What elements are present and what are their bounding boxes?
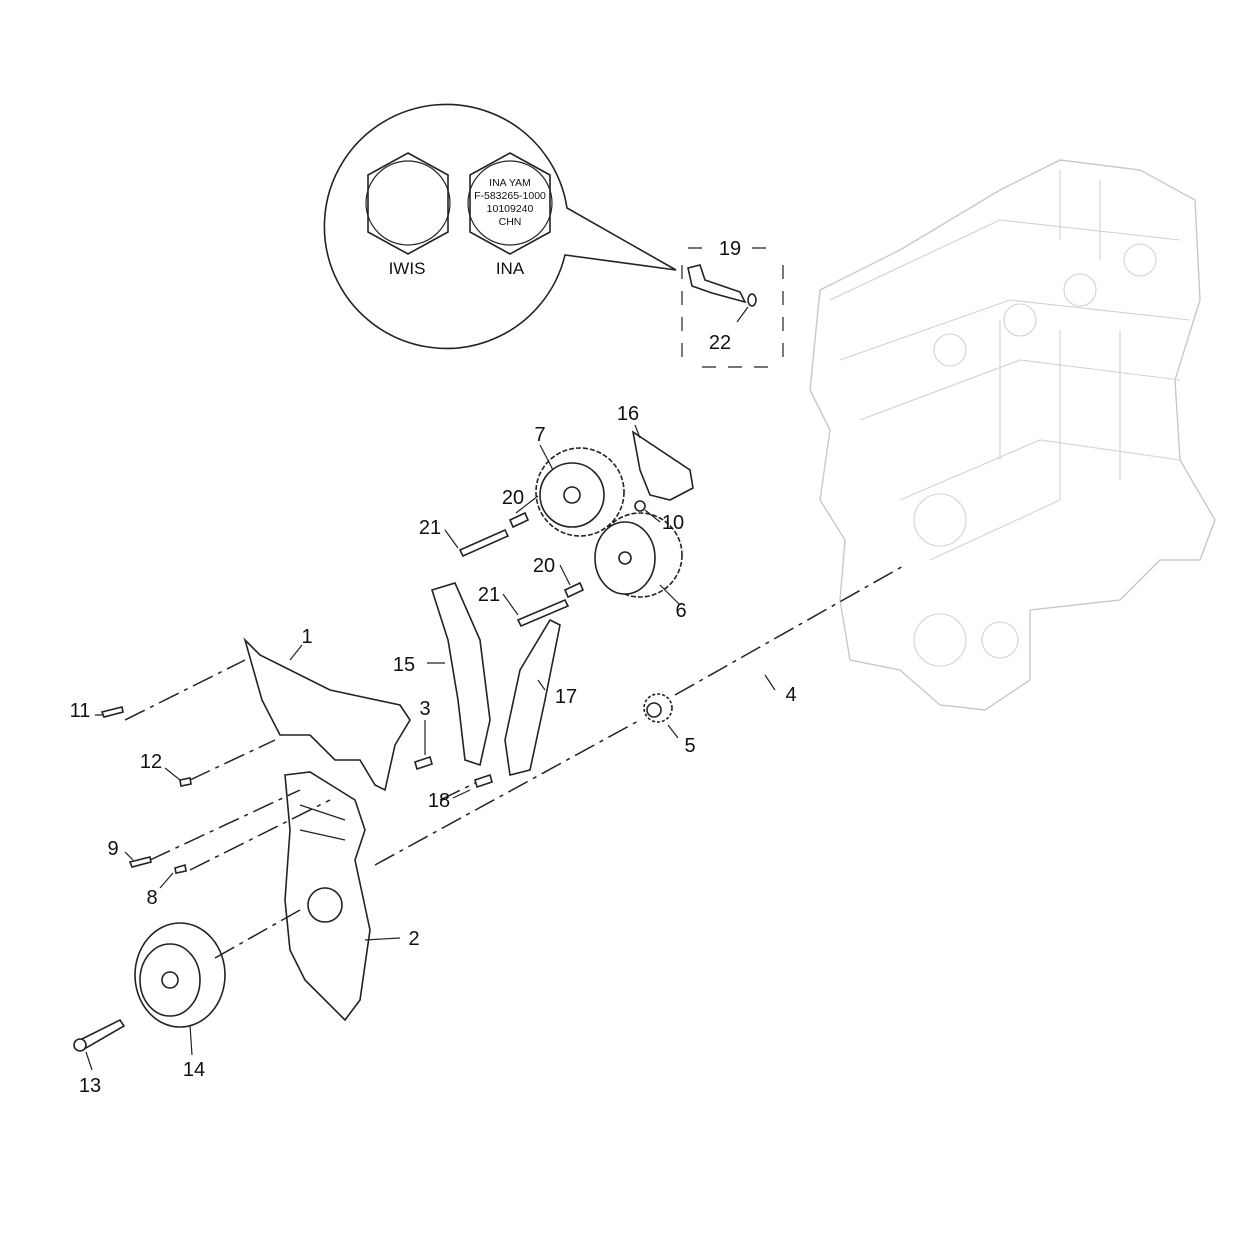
part-label-14: 14 (183, 1059, 205, 1081)
part-labels: 1 2 3 4 5 6 7 8 9 10 11 12 13 14 15 16 1… (70, 238, 797, 1097)
bolt-12 (179, 777, 192, 787)
upper-timing-cover (243, 637, 411, 792)
ina-marking-line-2: F-583265-1000 (474, 190, 546, 202)
tensioner-chain-guide (504, 618, 561, 776)
part-label-21b: 21 (478, 584, 500, 606)
part-label-17: 17 (555, 686, 577, 708)
tensioner-marking-callout: INA YAM F-583265-1000 10109240 CHN IWIS … (323, 103, 677, 350)
part-label-20a: 20 (502, 487, 524, 509)
exhaust-cam-phaser (594, 512, 683, 598)
pin-20a (508, 511, 530, 529)
ina-marking-line-1: INA YAM (489, 177, 531, 189)
iwis-label: IWIS (389, 259, 426, 278)
tensioner-assembly (681, 247, 784, 368)
bolt-9 (128, 856, 152, 868)
crankshaft-damper-pulley (134, 922, 226, 1028)
bolt-10 (634, 500, 646, 512)
part-label-10: 10 (662, 512, 684, 534)
fixed-chain-guide (430, 582, 491, 767)
part-label-20b: 20 (533, 555, 555, 577)
part-label-9: 9 (107, 838, 118, 860)
timing-chain (686, 393, 818, 679)
pin-18 (474, 773, 493, 789)
part-label-8: 8 (146, 887, 157, 909)
crankshaft-sprocket (643, 693, 673, 723)
pin-3 (414, 755, 433, 771)
part-label-22: 22 (709, 332, 731, 354)
bolt-8 (174, 863, 187, 874)
bolts (73, 500, 646, 1052)
pin-20b (563, 581, 585, 599)
bolt-11 (100, 706, 124, 718)
part-label-4: 4 (785, 684, 796, 706)
ina-tensioner-hex (467, 152, 553, 255)
part-label-5: 5 (684, 735, 695, 757)
part-label-13: 13 (79, 1075, 101, 1097)
bolt-21b (516, 598, 570, 628)
part-label-11: 11 (70, 700, 91, 722)
part-label-18: 18 (428, 790, 450, 812)
part-label-7: 7 (534, 424, 545, 446)
part-label-19: 19 (719, 238, 741, 260)
engine-block (809, 159, 1216, 711)
part-label-12: 12 (140, 751, 162, 773)
part-label-3: 3 (419, 698, 430, 720)
intake-cam-phaser (535, 447, 625, 537)
ina-label: INA (496, 259, 525, 278)
front-timing-cover (284, 771, 371, 1022)
upper-chain-guide (631, 430, 694, 501)
part-label-2: 2 (408, 928, 419, 950)
leader-lines (85, 424, 776, 1071)
bolt-21a (458, 528, 510, 558)
part-label-21a: 21 (419, 517, 441, 539)
ina-marking-line-4: CHN (499, 216, 522, 228)
part-label-1: 1 (301, 626, 312, 648)
part-label-6: 6 (675, 600, 686, 622)
iwis-tensioner-hex (365, 152, 451, 255)
assembly-centerlines (124, 564, 906, 959)
ina-marking-line-3: 10109240 (487, 203, 534, 215)
part-label-15: 15 (393, 654, 415, 676)
part-label-16: 16 (617, 403, 639, 425)
